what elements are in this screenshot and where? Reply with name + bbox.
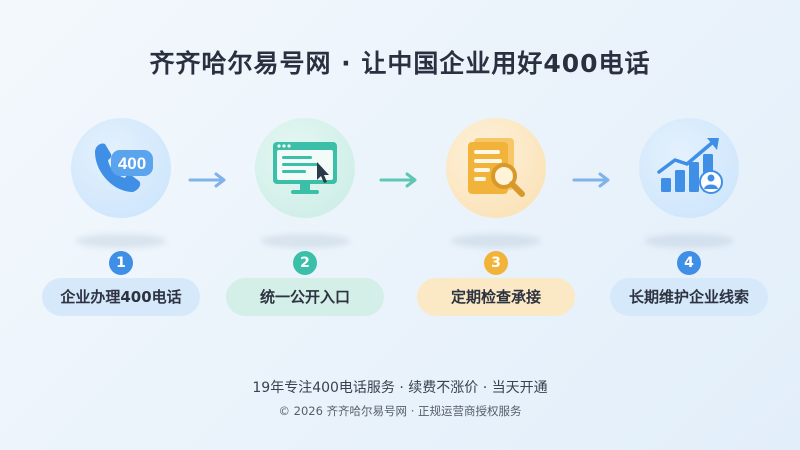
- step-3-circle: [446, 118, 546, 218]
- arrow-right-icon: [572, 172, 610, 188]
- phone-badge-text: 400: [118, 154, 146, 173]
- step-4-circle: [639, 118, 739, 218]
- phone-400-icon: 400: [95, 143, 153, 192]
- document-magnifier-icon: [468, 138, 525, 197]
- monitor-cursor-icon: [273, 142, 337, 194]
- step-1-shadow: [76, 234, 166, 248]
- step-2-label: 统一公开入口: [226, 278, 384, 316]
- step-3-shadow: [451, 234, 541, 248]
- step-1-label: 企业办理400电话: [42, 278, 200, 316]
- step-1-number: 1: [109, 251, 133, 275]
- arrow-2: [377, 170, 423, 194]
- step-2-number: 2: [293, 251, 317, 275]
- arrow-right-icon: [379, 172, 417, 188]
- arrow-1: [186, 170, 232, 194]
- step-2-circle: [255, 118, 355, 218]
- arrow-3: [570, 170, 616, 194]
- footer-tagline: 19年专注400电话服务 · 续费不涨价 · 当天开通: [252, 380, 548, 396]
- step-4-number: 4: [677, 251, 701, 275]
- growth-chart-icon: [657, 138, 723, 194]
- step-4-shadow: [644, 234, 734, 248]
- step-3-label: 定期检查承接: [417, 278, 575, 316]
- step-3-number: 3: [484, 251, 508, 275]
- footer-copyright: © 2026 齐齐哈尔易号网 · 正规运营商授权服务: [278, 404, 522, 418]
- step-4-label: 长期维护企业线索: [610, 278, 768, 316]
- step-2-shadow: [260, 234, 350, 248]
- page-title: 齐齐哈尔易号网 · 让中国企业用好400电话: [149, 49, 651, 78]
- arrow-right-icon: [188, 172, 226, 188]
- step-1-circle: 400: [71, 118, 171, 218]
